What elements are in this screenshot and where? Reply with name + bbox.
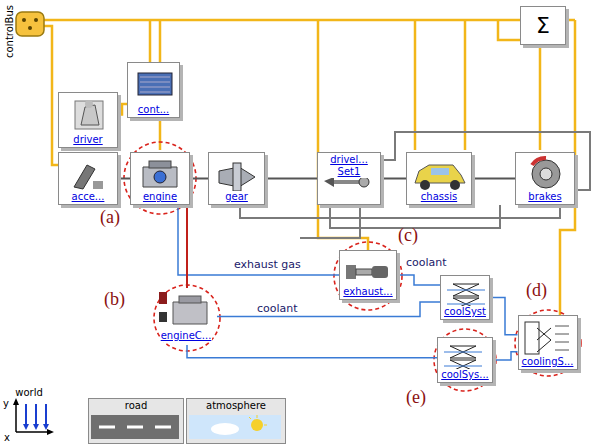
block-label: world — [14, 387, 44, 399]
block-label: brakes — [527, 191, 562, 203]
callout-letter: (c) — [398, 226, 418, 246]
road-block: road — [88, 398, 184, 444]
mechanical-frame-lines — [240, 132, 590, 238]
connector-label: coolant — [255, 302, 300, 315]
block-label: Σ — [535, 13, 551, 39]
highlight-circles — [124, 142, 581, 391]
block-label: driver — [72, 134, 103, 146]
connector — [397, 275, 440, 285]
controller-block: cont... — [127, 62, 180, 118]
callout-letter: (d) — [526, 281, 547, 301]
gear-block: gear — [208, 152, 265, 205]
valve-block: coolSys... — [437, 337, 493, 383]
control-bus-connector — [16, 12, 44, 36]
block-label: drivel... Set1 — [320, 154, 378, 178]
radiator-block: coolingS... — [518, 315, 578, 370]
connector — [265, 178, 317, 180]
connector — [472, 178, 515, 180]
pedal-block: acce... — [58, 152, 118, 205]
valve-block: coolSyst — [440, 275, 490, 320]
connector — [381, 178, 406, 180]
connector-label: exhaust gas — [232, 258, 303, 271]
engine-block: engine — [130, 152, 190, 205]
block-label: coolSyst — [443, 306, 487, 318]
block-label: road — [124, 400, 149, 412]
block-label: engine — [142, 191, 178, 203]
block-label: cont... — [137, 104, 170, 116]
brakes-block: brakes — [515, 152, 575, 205]
sum-block: Σ — [520, 6, 566, 45]
control-bus-lines — [44, 20, 575, 315]
connector — [118, 104, 127, 114]
block-label: atmosphere — [205, 400, 267, 412]
block-label: gear — [224, 191, 249, 203]
atmosphere-block: atmosphere — [186, 398, 286, 444]
driveline-block: drivel... Set1 — [317, 152, 381, 205]
callout-letter: (b) — [104, 290, 125, 310]
block-label: exhaust... — [342, 286, 393, 298]
connector — [187, 345, 437, 358]
connector — [490, 298, 518, 335]
connector — [493, 352, 518, 360]
callout-letter: (a) — [100, 208, 120, 228]
block-label: coolingS... — [521, 356, 575, 368]
block-label: chassis — [420, 191, 458, 203]
world-block: world — [4, 386, 56, 442]
callout-letter: (e) — [406, 388, 426, 408]
connector — [217, 302, 440, 317]
exhaust-block: exhaust... — [339, 250, 397, 300]
connector-label: coolant — [404, 256, 449, 269]
bus-name: controlBus — [4, 2, 15, 62]
enginecool-block: engineC... — [157, 288, 217, 345]
block-label: coolSys... — [440, 369, 490, 381]
block-label: engineC... — [160, 330, 213, 342]
chassis-block: chassis — [406, 152, 472, 205]
connector — [186, 205, 188, 288]
block-label: acce... — [71, 191, 106, 203]
axis-label: x — [4, 432, 10, 443]
axis-label: y — [3, 398, 9, 409]
connector — [118, 178, 130, 180]
driver-block: driver — [58, 92, 118, 148]
connector — [190, 178, 208, 180]
connector — [178, 205, 339, 275]
